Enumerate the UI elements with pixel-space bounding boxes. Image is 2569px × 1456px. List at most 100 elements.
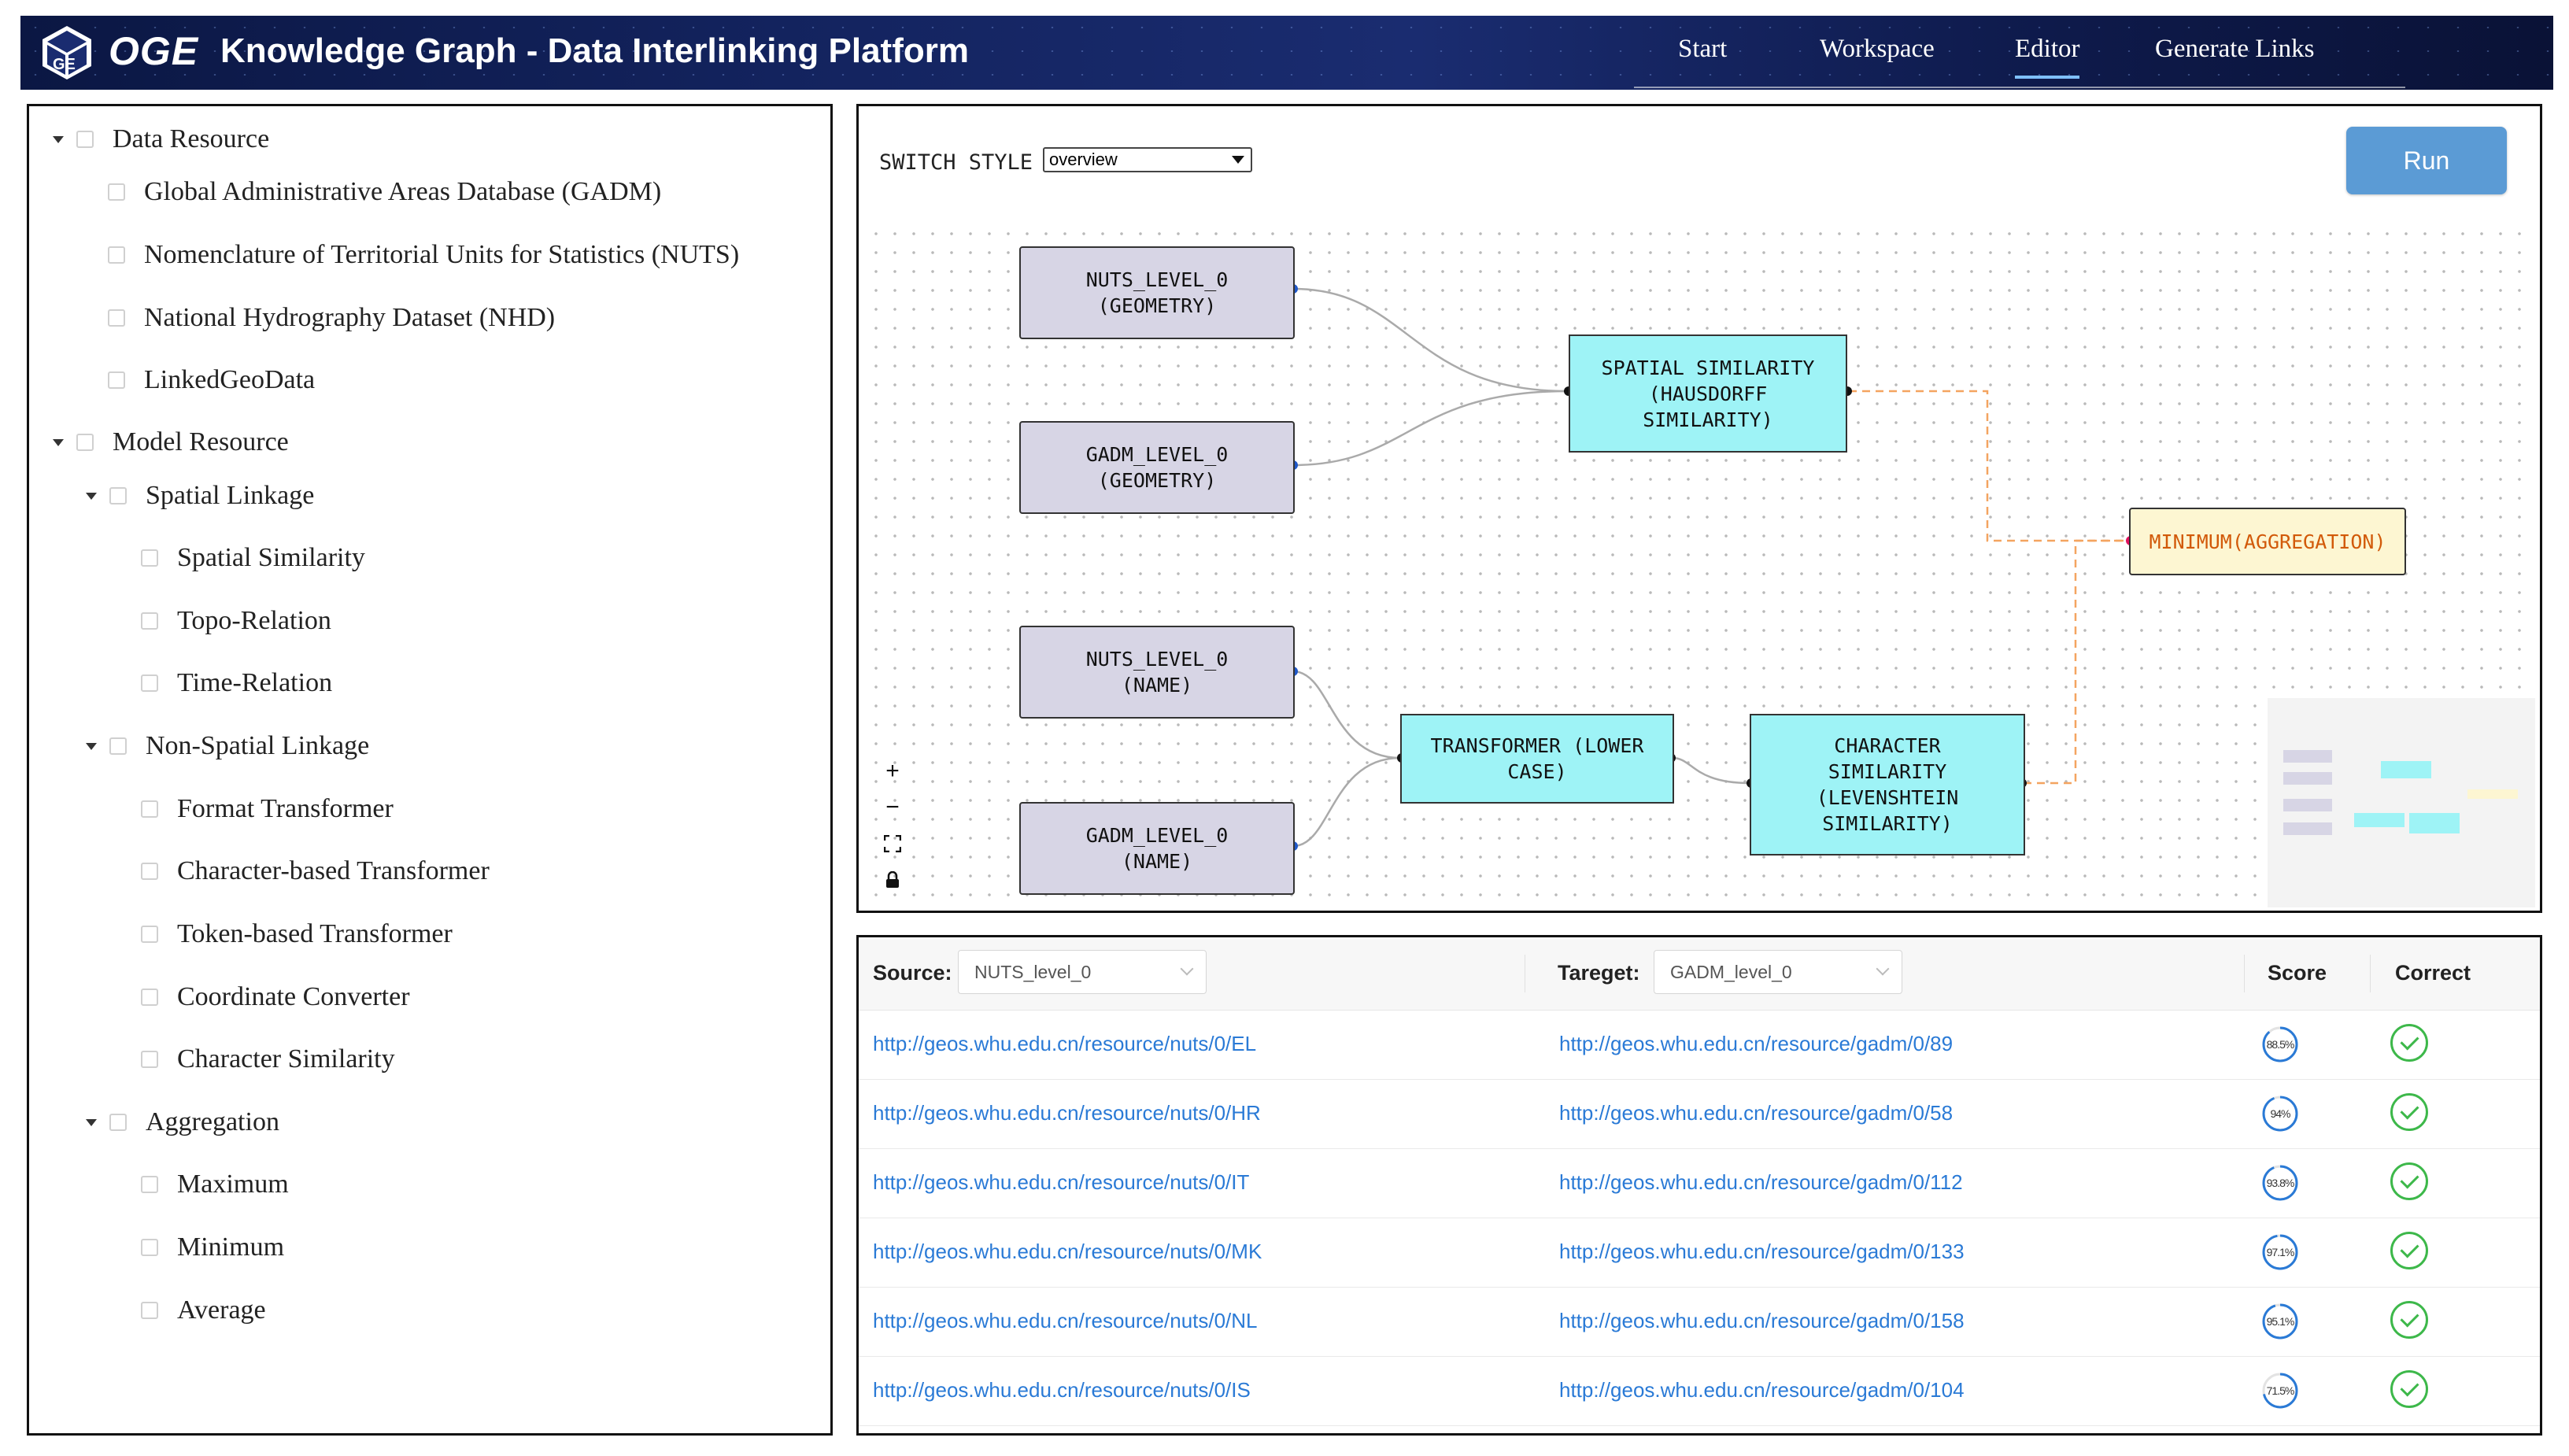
checkbox[interactable] xyxy=(108,183,125,201)
checkbox[interactable] xyxy=(141,1176,158,1193)
tree-item-coordinate-converter[interactable]: Coordinate Converter xyxy=(141,980,410,1014)
tree-item-nhd[interactable]: National Hydrography Dataset (NHD) xyxy=(108,301,555,335)
checkbox[interactable] xyxy=(108,309,125,327)
switch-style-select[interactable]: overview xyxy=(1043,147,1252,172)
source-link[interactable]: http://geos.whu.edu.cn/resource/nuts/0/H… xyxy=(873,1101,1261,1125)
table-row: http://geos.whu.edu.cn/resource/nuts/0/M… xyxy=(859,1218,2540,1288)
checkbox[interactable] xyxy=(141,1051,158,1068)
node-minimum-aggregation[interactable]: MINIMUM(AGGREGATION) xyxy=(2129,508,2406,575)
checkbox[interactable] xyxy=(108,246,125,264)
source-link[interactable]: http://geos.whu.edu.cn/resource/nuts/0/E… xyxy=(873,1032,1257,1055)
nav-editor[interactable]: Editor xyxy=(2015,35,2080,79)
correct-check-icon[interactable] xyxy=(2390,1370,2428,1408)
table-row: http://geos.whu.edu.cn/resource/nuts/0/H… xyxy=(859,1079,2540,1149)
tree-node-spatial-linkage[interactable]: Spatial Linkage xyxy=(86,479,314,513)
nav-workspace[interactable]: Workspace xyxy=(1820,35,1935,63)
node-gadm-level-0-geometry[interactable]: GADM_LEVEL_0 (GEOMETRY) xyxy=(1019,421,1295,514)
tree-item-topo-relation[interactable]: Topo-Relation xyxy=(141,604,331,638)
checkbox[interactable] xyxy=(141,926,158,943)
tree-node-model-resource[interactable]: Model Resource xyxy=(53,425,289,460)
tree-item-spatial-similarity[interactable]: Spatial Similarity xyxy=(141,541,365,575)
caret-down-icon[interactable] xyxy=(86,492,97,500)
table-row: http://geos.whu.edu.cn/resource/nuts/0/I… xyxy=(859,1148,2540,1218)
tree-label: Token-based Transformer xyxy=(177,919,453,948)
source-select-value: NUTS_level_0 xyxy=(974,962,1092,982)
target-link[interactable]: http://geos.whu.edu.cn/resource/gadm/0/1… xyxy=(1559,1240,1965,1263)
tree-item-linkedgeodata[interactable]: LinkedGeoData xyxy=(108,363,315,397)
tree-item-token-based-transformer[interactable]: Token-based Transformer xyxy=(141,917,453,952)
correct-check-icon[interactable] xyxy=(2390,1232,2428,1269)
source-link[interactable]: http://geos.whu.edu.cn/resource/nuts/0/I… xyxy=(873,1170,1250,1194)
nav-generate-links[interactable]: Generate Links xyxy=(2155,35,2315,63)
target-link[interactable]: http://geos.whu.edu.cn/resource/gadm/0/1… xyxy=(1559,1309,1965,1332)
target-link[interactable]: http://geos.whu.edu.cn/resource/gadm/0/8… xyxy=(1559,1032,1954,1055)
tree-node-non-spatial-linkage[interactable]: Non-Spatial Linkage xyxy=(86,729,369,763)
node-spatial-similarity[interactable]: SPATIAL SIMILARITY (HAUSDORFF SIMILARITY… xyxy=(1569,334,1847,453)
source-label: Source: xyxy=(873,961,952,985)
score-ring-fill xyxy=(2262,1373,2298,1409)
target-link[interactable]: http://geos.whu.edu.cn/resource/gadm/0/5… xyxy=(1559,1101,1954,1125)
correct-check-icon[interactable] xyxy=(2390,1093,2428,1131)
lock-button[interactable] xyxy=(879,867,906,893)
caret-down-icon[interactable] xyxy=(86,742,97,750)
tree-item-average[interactable]: Average xyxy=(141,1293,266,1328)
target-select[interactable]: GADM_level_0 xyxy=(1654,950,1902,994)
chevron-down-icon xyxy=(1180,962,1194,976)
correct-check-icon[interactable] xyxy=(2390,1301,2428,1339)
run-button[interactable]: Run xyxy=(2346,127,2507,194)
caret-down-icon[interactable] xyxy=(53,135,64,143)
edge-transformer-to-charsim xyxy=(1672,756,1750,785)
checkbox[interactable] xyxy=(109,1114,127,1131)
checkbox[interactable] xyxy=(141,1239,158,1256)
tree-item-character-similarity[interactable]: Character Similarity xyxy=(141,1042,395,1077)
graph-minimap[interactable] xyxy=(2268,698,2535,907)
checkbox[interactable] xyxy=(141,989,158,1006)
tree-label: Model Resource xyxy=(113,427,289,456)
fit-view-button[interactable] xyxy=(879,830,906,857)
target-link[interactable]: http://geos.whu.edu.cn/resource/gadm/0/1… xyxy=(1559,1378,1965,1402)
checkbox[interactable] xyxy=(109,737,127,755)
source-select[interactable]: NUTS_level_0 xyxy=(958,950,1207,994)
checkbox[interactable] xyxy=(141,549,158,567)
tree-node-data-resource[interactable]: Data Resource xyxy=(53,122,269,157)
zoom-in-button[interactable]: + xyxy=(885,758,900,784)
node-nuts-level-0-geometry[interactable]: NUTS_LEVEL_0 (GEOMETRY) xyxy=(1019,246,1295,339)
node-transformer-lower-case[interactable]: TRANSFORMER (LOWER CASE) xyxy=(1400,714,1674,804)
tree-item-gadm[interactable]: Global Administrative Areas Database (GA… xyxy=(108,175,661,209)
tree-item-format-transformer[interactable]: Format Transformer xyxy=(141,792,394,826)
checkbox[interactable] xyxy=(76,434,94,451)
correct-check-icon[interactable] xyxy=(2390,1162,2428,1200)
tree-node-aggregation[interactable]: Aggregation xyxy=(86,1105,279,1140)
source-link[interactable]: http://geos.whu.edu.cn/resource/nuts/0/I… xyxy=(873,1378,1251,1402)
checkbox[interactable] xyxy=(76,131,94,148)
checkbox[interactable] xyxy=(141,1302,158,1319)
score-ring: 93.8% xyxy=(2261,1164,2299,1202)
score-ring-fill xyxy=(2262,1096,2298,1132)
nav-start[interactable]: Start xyxy=(1678,35,1728,63)
node-character-similarity[interactable]: CHARACTER SIMILARITY (LEVENSHTEIN SIMILA… xyxy=(1750,714,2025,855)
tree-item-character-based-transformer[interactable]: Character-based Transformer xyxy=(141,854,490,889)
source-link[interactable]: http://geos.whu.edu.cn/resource/nuts/0/M… xyxy=(873,1240,1262,1263)
zoom-out-button[interactable]: − xyxy=(885,794,900,820)
node-nuts-level-0-name[interactable]: NUTS_LEVEL_0 (NAME) xyxy=(1019,626,1295,719)
score-ring: 71.5% xyxy=(2261,1372,2299,1410)
caret-down-icon[interactable] xyxy=(53,438,64,446)
source-link[interactable]: http://geos.whu.edu.cn/resource/nuts/0/N… xyxy=(873,1309,1258,1332)
checkbox[interactable] xyxy=(109,487,127,504)
tree-item-nuts[interactable]: Nomenclature of Territorial Units for St… xyxy=(108,238,739,272)
tree-item-maximum[interactable]: Maximum xyxy=(141,1167,289,1202)
target-select-value: GADM_level_0 xyxy=(1670,962,1792,982)
checkbox[interactable] xyxy=(108,371,125,389)
target-link[interactable]: http://geos.whu.edu.cn/resource/gadm/0/1… xyxy=(1559,1170,1963,1194)
caret-down-icon[interactable] xyxy=(86,1118,97,1126)
tree-item-time-relation[interactable]: Time-Relation xyxy=(141,666,332,700)
oge-logo-icon: GE xyxy=(43,26,91,79)
checkbox[interactable] xyxy=(141,674,158,692)
checkbox[interactable] xyxy=(141,612,158,630)
checkbox[interactable] xyxy=(141,800,158,818)
tree-label: Data Resource xyxy=(113,124,270,153)
tree-item-minimum[interactable]: Minimum xyxy=(141,1230,284,1265)
checkbox[interactable] xyxy=(141,863,158,880)
node-gadm-level-0-name[interactable]: GADM_LEVEL_0 (NAME) xyxy=(1019,802,1295,895)
correct-check-icon[interactable] xyxy=(2390,1024,2428,1062)
